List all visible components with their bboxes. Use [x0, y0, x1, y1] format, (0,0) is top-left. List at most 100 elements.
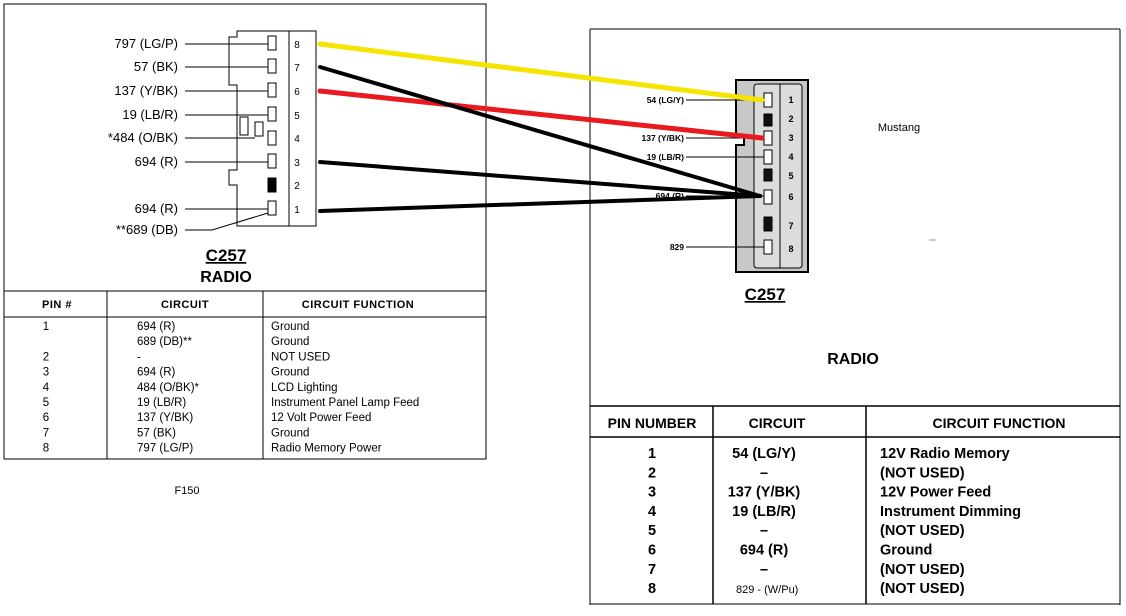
mustang-panel-border	[589, 28, 1121, 605]
mustang-row-circuit: –	[760, 523, 768, 539]
mustang-col-circuit: CIRCUIT	[749, 415, 806, 431]
wire-label-484: *484 (O/BK)	[108, 130, 178, 145]
f150-row-pin: 7	[43, 427, 49, 439]
f150-connector	[228, 30, 317, 227]
mustang-row-function: (NOT USED)	[880, 465, 965, 481]
mustang-wire-label-19: 19 (LB/R)	[647, 152, 684, 162]
f150-leader-lines	[185, 43, 269, 231]
f150-col-function: CIRCUIT FUNCTION	[302, 299, 415, 311]
wire-yellow-pin8-to-pin1	[317, 41, 765, 103]
f150-pin-4: 4	[294, 134, 300, 145]
f150-pin-6: 6	[294, 87, 300, 98]
mustang-row-circuit: 694 (R)	[740, 543, 789, 559]
mustang-row-function: Instrument Dimming	[880, 504, 1021, 520]
mustang-row-function: 12V Radio Memory	[880, 446, 1010, 462]
f150-row-circuit: 19 (LB/R)	[137, 397, 186, 409]
mustang-row-function: (NOT USED)	[880, 581, 965, 597]
mustang-row-circuit: –	[760, 465, 768, 481]
mustang-pin-slots	[763, 92, 773, 255]
mustang-row-pin: 7	[648, 562, 656, 578]
wire-label-19: 19 (LB/R)	[122, 107, 178, 122]
mustang-pin-5: 5	[788, 171, 793, 181]
mustang-row-function: 12V Power Feed	[880, 485, 991, 501]
f150-panel-border	[3, 3, 487, 460]
wire-label-137: 137 (Y/BK)	[114, 83, 178, 98]
mustang-col-function: CIRCUIT FUNCTION	[933, 415, 1066, 431]
mustang-row-pin: 4	[648, 504, 656, 520]
f150-connector-sub: RADIO	[200, 269, 252, 286]
mustang-wire-labels: 54 (LG/Y) 137 (Y/BK) 19 (LB/R) 694 (R) 8…	[641, 95, 684, 252]
f150-row-circuit: 694 (R)	[137, 367, 176, 379]
f150-row-pin: 6	[43, 412, 49, 424]
f150-row-circuit: 694 (R)	[137, 321, 176, 333]
mustang-wire-label-137: 137 (Y/BK)	[641, 133, 684, 143]
f150-pin-8: 8	[294, 40, 300, 51]
f150-pin-numbers: 8 7 6 5 4 3 2 1	[294, 40, 300, 216]
mustang-connector-title: C257	[745, 285, 786, 304]
f150-col-circuit: CIRCUIT	[161, 299, 209, 311]
mustang-row-circuit: –	[760, 562, 768, 578]
mustang-row-circuit: 54 (LG/Y)	[732, 446, 796, 462]
f150-row-function: Ground	[271, 336, 309, 348]
mustang-pin-8: 8	[788, 244, 793, 254]
wire-label-689: **689 (DB)	[116, 222, 178, 237]
f150-row-pin: 4	[43, 382, 50, 394]
f150-row-pin: 2	[43, 351, 49, 363]
f150-row-pin: 3	[43, 367, 49, 379]
mustang-row-function: (NOT USED)	[880, 562, 965, 578]
f150-row-circuit: 797 (LG/P)	[137, 443, 193, 455]
f150-pin-5: 5	[294, 111, 300, 122]
mustang-pin-4: 4	[788, 152, 793, 162]
f150-row-function: NOT USED	[271, 351, 330, 363]
mustang-row-circuit: 19 (LB/R)	[732, 504, 796, 520]
jumper-wires	[317, 41, 765, 213]
f150-row-circuit: 689 (DB)**	[137, 336, 192, 348]
mustang-pin-3: 3	[788, 133, 793, 143]
mustang-row-pin: 2	[648, 465, 656, 481]
mustang-wire-label-829: 829	[670, 242, 684, 252]
wire-label-694-pin3: 694 (R)	[135, 154, 178, 169]
f150-connector-title: C257	[206, 246, 247, 265]
wire-black-pin3-to-pin6	[318, 160, 762, 198]
f150-row-function: Ground	[271, 321, 309, 333]
f150-pin-7: 7	[294, 63, 300, 74]
f150-pin-3: 3	[294, 158, 300, 169]
mustang-row-circuit: 829 - (W/Pu)	[736, 584, 798, 596]
f150-row-function: 12 Volt Power Feed	[271, 412, 371, 424]
mustang-row-function: (NOT USED)	[880, 523, 965, 539]
mustang-row-circuit: 137 (Y/BK)	[728, 485, 801, 501]
wire-label-797: 797 (LG/P)	[114, 36, 178, 51]
mustang-connector-sub: RADIO	[827, 351, 879, 368]
f150-wire-labels: 797 (LG/P) 57 (BK) 137 (Y/BK) 19 (LB/R) …	[108, 36, 178, 237]
mustang-row-pin: 5	[648, 523, 656, 539]
mustang-row-pin: 3	[648, 485, 656, 501]
f150-row-pin: 1	[43, 321, 49, 333]
mustang-row-pin: 8	[648, 581, 656, 597]
f150-pin-slots	[254, 35, 277, 216]
f150-row-circuit: 57 (BK)	[137, 427, 176, 439]
mustang-pin-7: 7	[788, 221, 793, 231]
mustang-row-pin: 6	[648, 543, 656, 559]
mustang-vehicle-label: Mustang	[878, 122, 920, 134]
mustang-wire-label-694: 694 (R)	[656, 191, 685, 201]
mustang-pin-numbers: 1 2 3 4 5 6 7 8	[788, 95, 793, 254]
f150-pin-table: PIN # CIRCUIT CIRCUIT FUNCTION 1 694 (R) G…	[4, 291, 486, 459]
wire-black-pin7-to-pin6	[318, 65, 762, 198]
mustang-pin-6: 6	[788, 192, 793, 202]
f150-col-pin: PIN #	[42, 299, 72, 311]
f150-row-function: Instrument Panel Lamp Feed	[271, 397, 419, 409]
mustang-row-pin: 1	[648, 446, 656, 462]
f150-row-circuit: -	[137, 351, 141, 363]
f150-row-function: Ground	[271, 427, 309, 439]
mustang-table-rows: 1 54 (LG/Y) 12V Radio Memory 2 – (NOT USED) 3 1…	[648, 446, 1021, 597]
wire-label-694-pin1: 694 (R)	[135, 201, 178, 216]
mustang-row-function: Ground	[880, 543, 932, 559]
f150-row-function: Ground	[271, 367, 309, 379]
f150-pin-2: 2	[294, 181, 300, 192]
mustang-pin-2: 2	[788, 114, 793, 124]
f150-row-pin: 5	[43, 397, 49, 409]
wire-red-pin6-to-pin3	[317, 88, 765, 141]
wire-label-57: 57 (BK)	[134, 59, 178, 74]
